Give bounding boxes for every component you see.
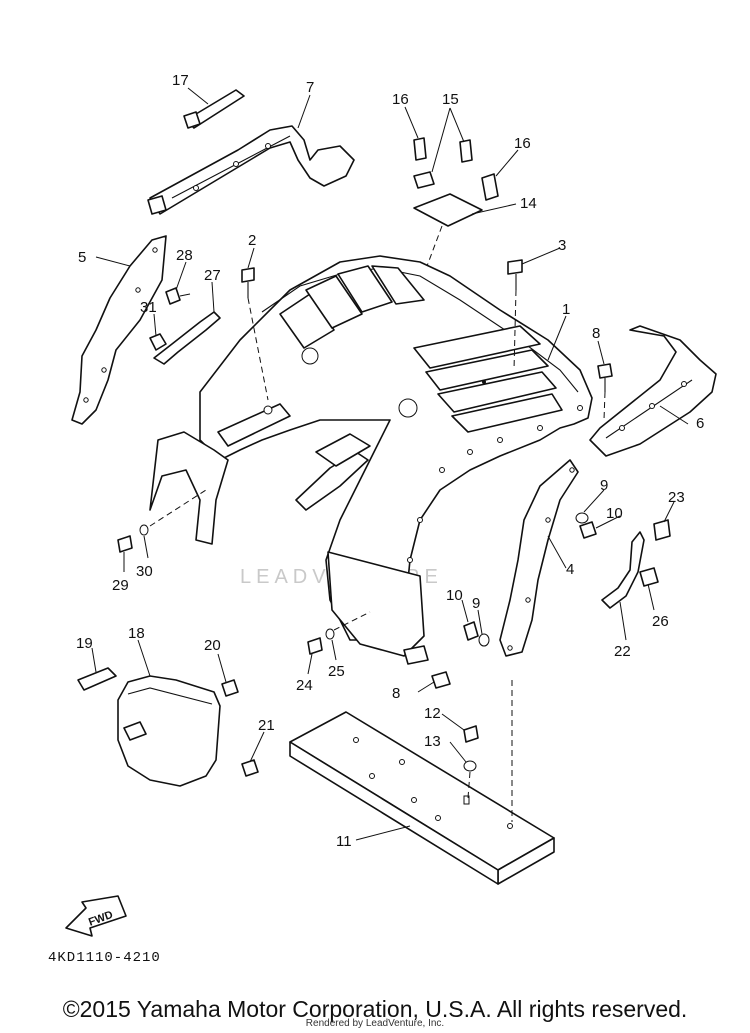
callout-16-right: 16 bbox=[514, 135, 531, 152]
callout-28: 28 bbox=[176, 247, 193, 264]
callout-4: 4 bbox=[566, 561, 574, 578]
part-29-bolt[interactable] bbox=[117, 535, 133, 553]
callout-18: 18 bbox=[128, 625, 145, 642]
part-22-stay[interactable] bbox=[601, 531, 645, 609]
part-20-bolt[interactable] bbox=[221, 679, 239, 697]
part-27-bracket[interactable] bbox=[153, 311, 221, 365]
callout-27: 27 bbox=[204, 267, 221, 284]
copyright-notice: ©2015 Yamaha Motor Corporation, U.S.A. A… bbox=[62, 996, 688, 1022]
part-1-mudflap[interactable] bbox=[327, 551, 429, 665]
callout-10-right: 10 bbox=[606, 505, 623, 522]
callout-14: 14 bbox=[520, 195, 537, 212]
callout-8-upper: 8 bbox=[592, 325, 600, 342]
part-25-washer[interactable] bbox=[325, 628, 335, 640]
part-2-bolt[interactable] bbox=[241, 267, 255, 298]
part-26-nut[interactable] bbox=[639, 567, 659, 587]
callout-23: 23 bbox=[668, 489, 685, 506]
part-9-washer-b[interactable] bbox=[478, 633, 490, 647]
part-5-mudguard-left[interactable] bbox=[71, 235, 167, 425]
part-16-clip-right[interactable] bbox=[481, 173, 499, 201]
callout-2: 2 bbox=[248, 232, 256, 249]
part-30-washer[interactable] bbox=[139, 524, 149, 536]
callout-7: 7 bbox=[306, 79, 314, 96]
part-6-rail-right[interactable] bbox=[589, 325, 717, 457]
callout-15: 15 bbox=[442, 91, 459, 108]
callout-labels: 17 7 16 15 16 14 5 28 27 31 2 3 1 8 6 9 … bbox=[76, 72, 704, 850]
callout-11: 11 bbox=[336, 833, 352, 850]
part-13-washer[interactable] bbox=[463, 760, 477, 772]
callout-31: 31 bbox=[140, 299, 157, 316]
part-11-plate[interactable] bbox=[289, 711, 555, 885]
part-3-bolt[interactable] bbox=[507, 259, 523, 290]
part-16-clip-left[interactable] bbox=[413, 137, 427, 161]
part-17-strap[interactable] bbox=[183, 89, 245, 129]
callout-3: 3 bbox=[558, 237, 566, 254]
callout-29: 29 bbox=[112, 577, 129, 594]
callout-20: 20 bbox=[204, 637, 221, 654]
diagram-code: 4KD1110-4210 bbox=[48, 950, 161, 966]
part-18-box[interactable] bbox=[117, 675, 221, 787]
callout-1: 1 bbox=[562, 301, 570, 318]
part-12-bolt[interactable] bbox=[463, 725, 479, 743]
part-31-nut[interactable] bbox=[149, 333, 167, 351]
part-19-clip[interactable] bbox=[77, 667, 117, 691]
callout-16-left: 16 bbox=[392, 91, 409, 108]
part-7-carrier-rail[interactable] bbox=[147, 125, 355, 215]
callout-9-right: 9 bbox=[600, 477, 608, 494]
callout-21: 21 bbox=[258, 717, 275, 734]
callout-13: 13 bbox=[424, 733, 441, 750]
part-8-bolt-lower[interactable] bbox=[431, 671, 451, 689]
leader-lines bbox=[91, 87, 689, 841]
part-14-pad[interactable] bbox=[413, 193, 483, 227]
callout-8-lower: 8 bbox=[392, 685, 400, 702]
callout-25: 25 bbox=[328, 663, 345, 680]
callout-6: 6 bbox=[696, 415, 704, 432]
part-1-rear-fender[interactable] bbox=[149, 255, 593, 641]
part-15-clip-a[interactable] bbox=[459, 139, 473, 163]
rendered-by-notice: Rendered by LeadVenture, Inc. bbox=[305, 1018, 445, 1029]
callout-26: 26 bbox=[652, 613, 669, 630]
part-10-nut-a[interactable] bbox=[579, 521, 597, 539]
part-24-bolt[interactable] bbox=[307, 637, 323, 655]
part-10-nut-b[interactable] bbox=[463, 621, 479, 641]
part-23-bolt[interactable] bbox=[653, 519, 671, 541]
part-4-mudguard-right[interactable] bbox=[499, 459, 579, 657]
callout-5: 5 bbox=[78, 249, 86, 266]
callout-30: 30 bbox=[136, 563, 153, 580]
callout-9-lower: 9 bbox=[472, 595, 480, 612]
callout-22: 22 bbox=[614, 643, 631, 660]
callout-24: 24 bbox=[296, 677, 313, 694]
callout-19: 19 bbox=[76, 635, 93, 652]
callout-12: 12 bbox=[424, 705, 441, 722]
part-8-bolt-upper[interactable] bbox=[597, 363, 613, 392]
part-9-washer-a[interactable] bbox=[575, 512, 589, 524]
part-28-bolt[interactable] bbox=[165, 287, 191, 305]
callout-10-lower: 10 bbox=[446, 587, 463, 604]
part-15-clip-b[interactable] bbox=[413, 171, 435, 189]
fwd-arrow-icon: FWD bbox=[65, 895, 127, 937]
part-21-nut[interactable] bbox=[241, 759, 259, 777]
callout-17: 17 bbox=[172, 72, 189, 89]
